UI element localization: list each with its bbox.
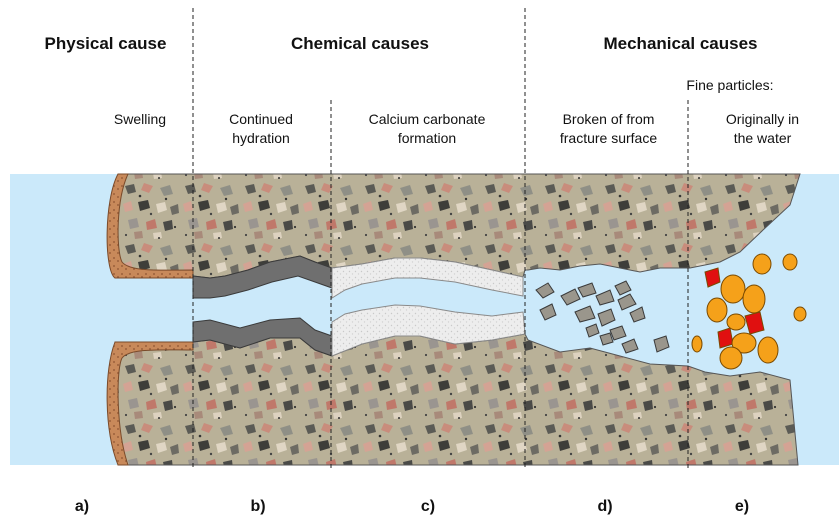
fine-particles-label: Fine particles: (686, 77, 774, 93)
subheader-calcium-carbonate: Calcium carbonate formation (332, 110, 522, 148)
label-a: a) (74, 498, 90, 515)
swelling-layer-lower (106, 341, 194, 466)
fine-particles (691, 253, 807, 370)
subheader-d-line1: Broken of from (562, 111, 655, 127)
header-physical-cause: Physical cause (44, 34, 167, 53)
subheader-swelling-text: Swelling (113, 111, 167, 127)
subheader-swelling: Swelling (90, 110, 190, 129)
subheader-c-line1: Calcium carbonate (368, 111, 486, 127)
subheader-originally-in-water: Originally in the water (690, 110, 835, 148)
section-dividers (192, 8, 689, 468)
subheader-continued-hydration: Continued hydration (196, 110, 326, 148)
subheader-b-line1: Continued (229, 111, 293, 127)
carbonate-layer-lower (331, 304, 526, 357)
subheader-broken-off: Broken of from fracture surface (526, 110, 691, 148)
label-e: e) (734, 498, 750, 515)
subheader-d-line2: fracture surface (559, 130, 658, 146)
label-d: d) (597, 498, 613, 515)
swelling-layer-upper (106, 173, 194, 279)
header-mechanical-causes: Mechanical causes (603, 34, 758, 53)
subheader-b-line2: hydration (232, 130, 290, 146)
label-c: c) (420, 498, 436, 515)
carbonate-layer-upper (331, 257, 524, 299)
subheader-e-line1: Originally in (725, 111, 800, 127)
fracture-fragments (535, 280, 670, 354)
subheader-c-line2: formation (397, 130, 457, 146)
header-chemical-causes: Chemical causes (291, 34, 429, 53)
label-b: b) (250, 498, 266, 515)
subheader-e-line2: the water (733, 130, 792, 146)
